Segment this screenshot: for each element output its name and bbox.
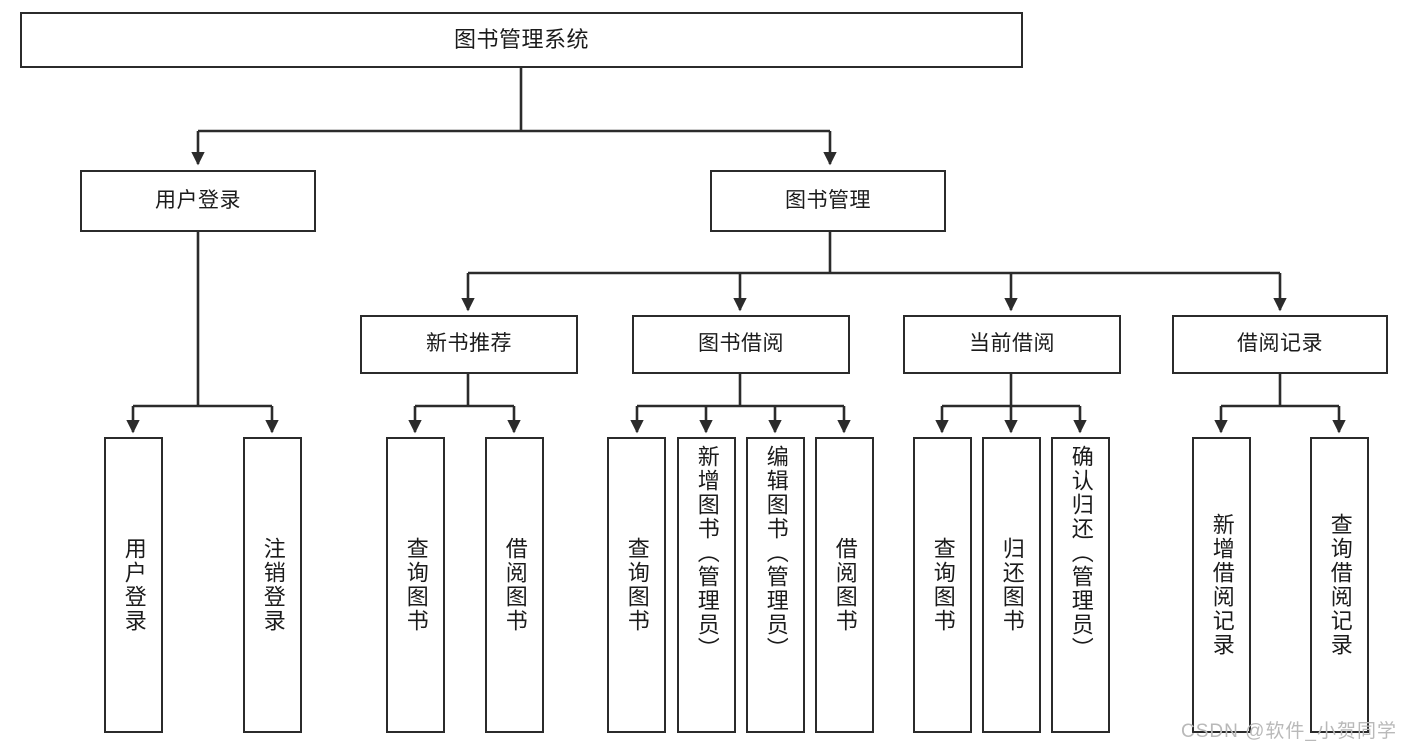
node-label: 用户登录: [155, 188, 241, 212]
leaf-logout[interactable]: 注销登录: [243, 437, 302, 733]
leaf-add-borrow-record[interactable]: 新增借阅记录: [1192, 437, 1251, 733]
leaf-borrow-books-recommend[interactable]: 借阅图书: [485, 437, 544, 733]
node-label: 查询借阅记录: [1327, 513, 1353, 657]
leaf-query-borrow-record[interactable]: 查询借阅记录: [1310, 437, 1369, 733]
leaf-query-books-current[interactable]: 查询图书: [913, 437, 972, 733]
node-label: 图书管理: [785, 188, 871, 212]
node-current-borrowing[interactable]: 当前借阅: [903, 315, 1121, 374]
leaf-return-books[interactable]: 归还图书: [982, 437, 1041, 733]
node-book-borrowing[interactable]: 图书借阅: [632, 315, 850, 374]
node-label: 查询图书: [403, 537, 429, 633]
node-user-login[interactable]: 用户登录: [80, 170, 316, 232]
node-label: 新增借阅记录: [1209, 513, 1235, 657]
node-label: 查询图书: [624, 537, 650, 633]
node-label: 确认归还（管理员）: [1068, 445, 1094, 661]
leaf-borrow-books[interactable]: 借阅图书: [815, 437, 874, 733]
node-borrow-records[interactable]: 借阅记录: [1172, 315, 1388, 374]
leaf-edit-book-admin[interactable]: 编辑图书（管理员）: [746, 437, 805, 733]
leaf-user-login[interactable]: 用户登录: [104, 437, 163, 733]
node-label: 借阅图书: [502, 537, 528, 633]
node-label: 图书管理系统: [453, 27, 589, 53]
node-label: 编辑图书（管理员）: [763, 445, 789, 661]
node-label: 用户登录: [121, 537, 147, 633]
node-label: 归还图书: [999, 537, 1025, 633]
leaf-confirm-return-admin[interactable]: 确认归还（管理员）: [1051, 437, 1110, 733]
watermark-text: CSDN @软件_小贺同学: [1181, 721, 1397, 742]
node-label: 当前借阅: [969, 332, 1055, 356]
node-label: 注销登录: [260, 537, 286, 633]
node-label: 查询图书: [930, 537, 956, 633]
leaf-query-books-recommend[interactable]: 查询图书: [386, 437, 445, 733]
node-new-book-recommendation[interactable]: 新书推荐: [360, 315, 578, 374]
leaf-add-book-admin[interactable]: 新增图书（管理员）: [677, 437, 736, 733]
node-label: 图书借阅: [698, 332, 784, 356]
node-root-library-management-system[interactable]: 图书管理系统: [20, 12, 1023, 68]
leaf-query-books-borrow[interactable]: 查询图书: [607, 437, 666, 733]
node-label: 新书推荐: [426, 332, 512, 356]
node-label: 借阅图书: [832, 537, 858, 633]
node-book-management[interactable]: 图书管理: [710, 170, 946, 232]
node-label: 借阅记录: [1237, 332, 1323, 356]
node-label: 新增图书（管理员）: [694, 445, 720, 661]
